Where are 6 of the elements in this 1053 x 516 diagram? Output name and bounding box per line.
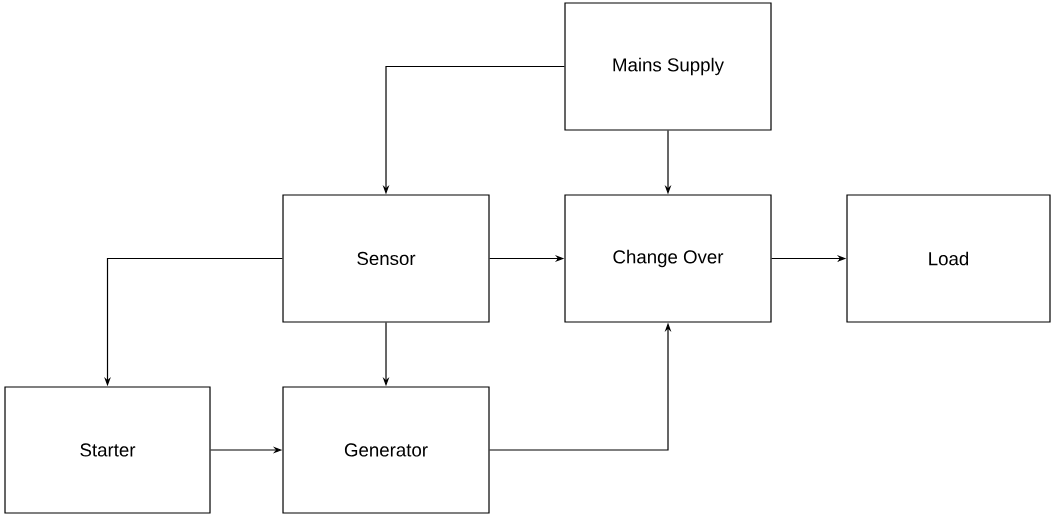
block-box: Sensor bbox=[282, 194, 490, 323]
block-box: Change Over bbox=[564, 194, 772, 323]
block-box: Mains Supply bbox=[564, 2, 772, 131]
block-box: Starter bbox=[4, 386, 211, 514]
block-box: Generator bbox=[282, 386, 490, 514]
block-box: Load bbox=[846, 194, 1051, 323]
